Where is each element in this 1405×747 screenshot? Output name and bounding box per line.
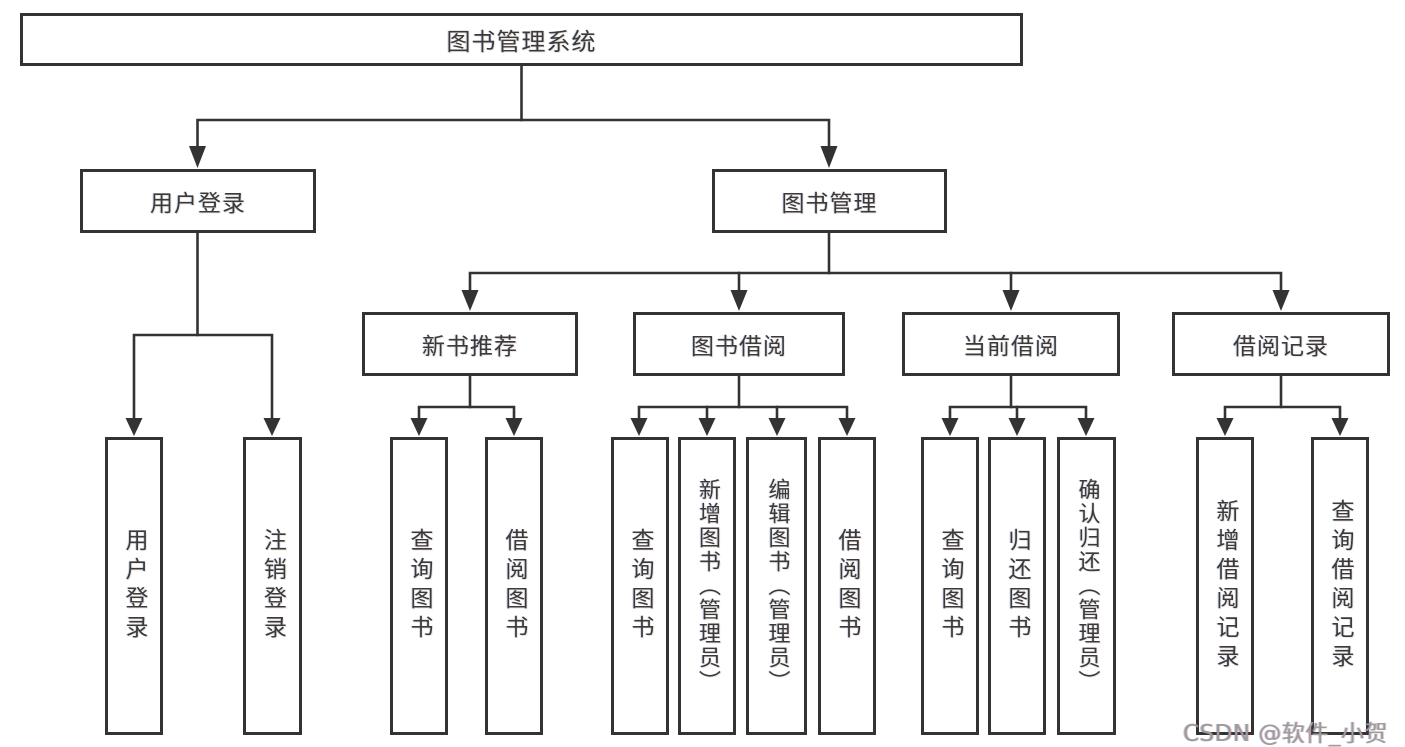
node-label: 用户登录 xyxy=(121,528,147,644)
node-label: 借阅图书 xyxy=(501,528,527,644)
node-book-management: 图书管理 xyxy=(712,169,947,233)
node-current-borrow: 当前借阅 xyxy=(902,312,1120,376)
leaf-edit-books-admin: 编辑图书（管理员） xyxy=(746,437,807,735)
node-label: 图书管理系统 xyxy=(446,28,597,56)
node-borrow-records: 借阅记录 xyxy=(1172,312,1390,376)
node-label: 图书借阅 xyxy=(691,334,787,360)
node-label: 图书管理 xyxy=(781,191,878,217)
node-label: 新增图书（管理员） xyxy=(695,478,720,694)
node-new-book-recommend: 新书推荐 xyxy=(362,312,578,376)
node-label: 注销登录 xyxy=(259,528,286,644)
csdn-watermark: CSDN @软件_小贺同学 xyxy=(1183,721,1388,747)
node-label: 编辑图书（管理员） xyxy=(764,478,790,694)
node-book-borrow: 图书借阅 xyxy=(633,312,845,376)
leaf-borrow-books-recommend: 借阅图书 xyxy=(485,437,543,735)
leaf-query-books-current: 查询图书 xyxy=(921,437,979,735)
leaf-add-borrow-record: 新增借阅记录 xyxy=(1196,437,1254,735)
leaf-query-books-borrow: 查询图书 xyxy=(611,437,669,735)
node-label: 借阅图书 xyxy=(834,528,860,644)
node-label: 查询图书 xyxy=(937,528,963,644)
node-library-management-system: 图书管理系统 xyxy=(20,13,1023,66)
leaf-user-login: 用户登录 xyxy=(105,437,163,735)
leaf-add-books-admin: 新增图书（管理员） xyxy=(678,437,736,735)
leaf-borrow-books: 借阅图书 xyxy=(818,437,876,735)
node-label: 当前借阅 xyxy=(963,334,1059,360)
node-label: 查询借阅记录 xyxy=(1327,499,1353,673)
node-label: 查询图书 xyxy=(627,528,653,644)
node-label: 确认归还（管理员） xyxy=(1074,478,1100,694)
node-user-login: 用户登录 xyxy=(80,169,316,233)
leaf-query-borrow-record: 查询借阅记录 xyxy=(1311,437,1369,735)
leaf-return-books: 归还图书 xyxy=(988,437,1046,735)
node-label: 新增借阅记录 xyxy=(1212,499,1238,673)
leaf-logout-login: 注销登录 xyxy=(243,437,302,735)
leaf-query-books-recommend: 查询图书 xyxy=(390,437,448,735)
node-label: 用户登录 xyxy=(150,191,246,217)
node-label: 新书推荐 xyxy=(422,334,518,360)
node-label: 借阅记录 xyxy=(1233,334,1329,360)
node-label: 查询图书 xyxy=(406,528,432,644)
leaf-confirm-return-admin: 确认归还（管理员） xyxy=(1057,437,1116,735)
node-label: 归还图书 xyxy=(1004,528,1030,644)
